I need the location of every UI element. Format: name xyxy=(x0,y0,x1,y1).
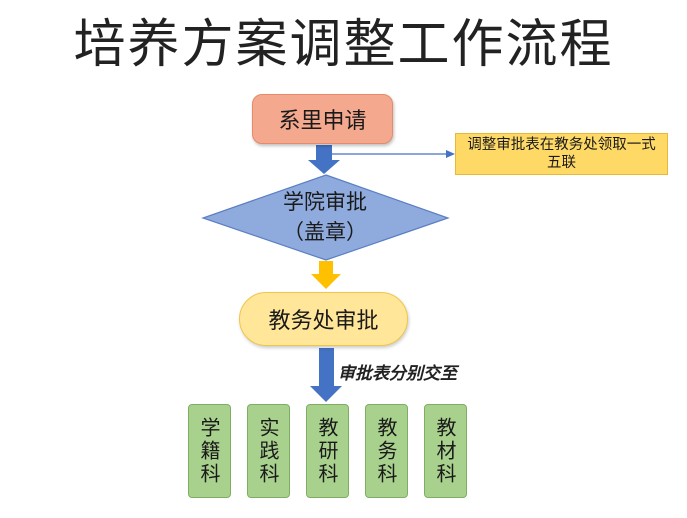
note-connector-arrowhead xyxy=(446,150,455,158)
dept-box-research: 教研科 xyxy=(306,404,349,498)
dept-box-registry: 学籍科 xyxy=(188,404,231,498)
dept-box-affairs: 教务科 xyxy=(365,404,408,498)
page-title: 培养方案调整工作流程 xyxy=(73,15,614,75)
approval-form-note: 调整审批表在教务处领取一式五联 xyxy=(455,133,668,175)
college-approval-line2: （盖章） xyxy=(283,220,367,244)
college-approval-line1: 学院审批 xyxy=(283,190,367,214)
arrow-academic-to-depts xyxy=(310,348,342,402)
distribute-label: 审批表分别交至 xyxy=(338,364,457,384)
arrow-apply-to-college xyxy=(308,145,340,174)
academic-affairs-step-box: 教务处审批 xyxy=(239,292,408,346)
arrow-college-to-academic xyxy=(311,261,341,289)
dept-box-materials: 教材科 xyxy=(424,404,467,498)
dept-box-practice: 实践科 xyxy=(247,404,290,498)
college-approval-diamond xyxy=(201,174,450,261)
apply-step-box: 系里申请 xyxy=(252,94,393,144)
college-approval-label: 学院审批 （盖章） xyxy=(250,182,400,252)
